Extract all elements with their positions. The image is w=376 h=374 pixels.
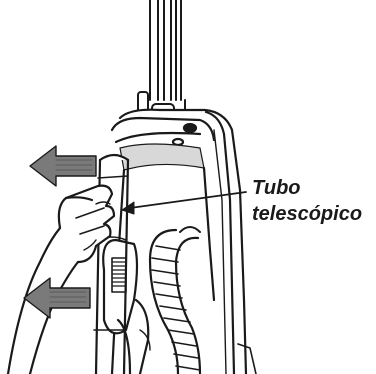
arrow-left-icon — [30, 146, 96, 186]
callout-label-line2: telescópico — [252, 204, 362, 224]
callout-label-line1: Tubo — [252, 178, 301, 198]
